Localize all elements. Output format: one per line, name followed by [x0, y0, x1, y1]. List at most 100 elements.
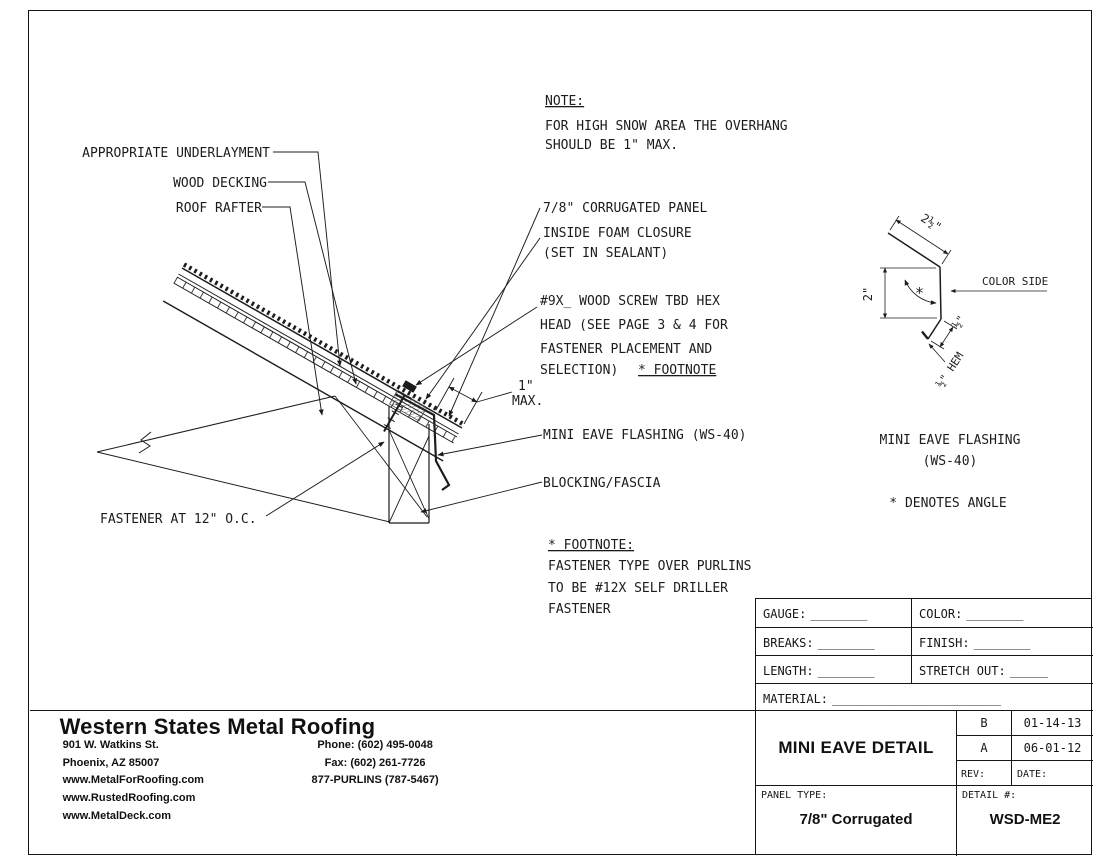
- field-finish-blank: _________: [973, 636, 1031, 650]
- blocking-cross-3: [334, 395, 428, 518]
- roof-assembly: [96, 262, 466, 523]
- foam-closure-block: [388, 390, 428, 422]
- field-finish: FINISH:_________: [911, 628, 1093, 656]
- dim-one-inch: 1": [518, 379, 534, 394]
- note-line-1: FOR HIGH SNOW AREA THE OVERHANG: [545, 119, 788, 134]
- field-material-label: MATERIAL:: [763, 692, 829, 706]
- company-address-2: Phoenix, AZ 85007: [62, 756, 160, 769]
- profile-caption-1: MINI EAVE FLASHING: [880, 433, 1021, 448]
- leader-wood-decking: [268, 181, 358, 385]
- label-screw-4: SELECTION): [540, 363, 618, 378]
- field-color-label: COLOR:: [919, 607, 963, 621]
- company-name: Western States Metal Roofing: [59, 714, 376, 739]
- panel-type-cell: PANEL TYPE: 7/8" Corrugated: [756, 786, 956, 856]
- profile-dim-top: 2½": [918, 211, 944, 235]
- company-address-1: 901 W. Watkins St.: [62, 739, 159, 751]
- field-finish-label: FINISH:: [919, 636, 970, 650]
- overhang-dimension: [435, 377, 513, 425]
- dim-line-top: [895, 219, 949, 255]
- field-gauge: GAUGE:_________: [756, 599, 911, 628]
- leader-lines: [262, 151, 543, 517]
- revision-b-letter: B: [956, 711, 1011, 736]
- detail-number-label: DETAIL #:: [962, 790, 1017, 801]
- note-heading: NOTE:: [545, 94, 584, 109]
- profile-vertical-face: [939, 266, 942, 320]
- flashing-profile-detail: [880, 215, 1047, 363]
- dim-leader: [476, 391, 513, 403]
- date-label: DATE:: [1011, 761, 1093, 786]
- profile-caption-2: (WS-40): [923, 454, 978, 469]
- rev-label: REV:: [956, 761, 1011, 786]
- detail-title-cell: MINI EAVE DETAIL: [756, 711, 956, 786]
- screw-thread: [387, 417, 395, 423]
- dim-line-kick: [939, 326, 954, 348]
- field-gauge-blank: _________: [810, 607, 867, 621]
- leader-fastener-oc: [265, 441, 385, 517]
- leader-foam-closure: [425, 237, 541, 400]
- company-tollfree: 877-PURLINS (787-5467): [311, 774, 439, 787]
- company-address-column: 901 W. Watkins St. Phoenix, AZ 85007 www…: [63, 737, 204, 826]
- hem-leader: [928, 343, 946, 363]
- label-roof-rafter: ROOF RAFTER: [176, 201, 262, 216]
- label-wood-decking: WOOD DECKING: [173, 176, 267, 191]
- leader-underlayment: [273, 151, 342, 367]
- field-stretch-out-blank: ______: [1009, 664, 1048, 678]
- detail-drawing: APPROPRIATE UNDERLAYMENT WOOD DECKING RO…: [82, 94, 1048, 617]
- field-material-blank: ___________________________: [832, 692, 1001, 706]
- blocking-cross-2: [388, 435, 430, 524]
- dim-line: [448, 386, 478, 403]
- company-phone: Phone: (602) 495-0048: [317, 739, 433, 751]
- screw-hex-head: [402, 380, 417, 393]
- field-breaks-blank: _________: [817, 636, 875, 650]
- sheet-border: [28, 10, 1092, 855]
- company-fax: Fax: (602) 261-7726: [324, 756, 426, 769]
- rafter-bottom-line: [162, 300, 444, 462]
- field-breaks-label: BREAKS:: [763, 636, 814, 650]
- dim-max: MAX.: [512, 394, 543, 409]
- screw-thread: [395, 403, 403, 409]
- angle-arc: [904, 279, 937, 305]
- footnote-line-1: FASTENER TYPE OVER PURLINS: [548, 559, 752, 574]
- profile-top-flange: [887, 232, 941, 268]
- detail-number-cell: DETAIL #: WSD-ME2: [956, 786, 1093, 856]
- title-block: GAUGE:_________ COLOR:_________ BREAKS:_…: [755, 598, 1093, 856]
- profile-hem: [921, 330, 929, 340]
- leader-blocking-fascia: [420, 481, 543, 514]
- field-length: LENGTH:_________: [756, 656, 911, 684]
- screw-shank: [383, 394, 406, 432]
- leader-corrugated-panel: [448, 207, 541, 417]
- dim-extension-line: [930, 340, 945, 350]
- dim-extension-line: [941, 249, 952, 265]
- company-website-3: www.MetalDeck.com: [62, 809, 171, 822]
- label-screw-1: #9X_ WOOD SCREW TBD HEX: [540, 294, 720, 309]
- note-line-2: SHOULD BE 1" MAX.: [545, 138, 678, 153]
- leader-wood-screw: [415, 306, 538, 386]
- field-length-label: LENGTH:: [763, 664, 814, 678]
- detail-number-value: WSD-ME2: [989, 811, 1061, 828]
- company-info-block: Western States Metal Roofing 901 W. Watk…: [29, 710, 755, 853]
- footnote-heading: * FOOTNOTE:: [548, 538, 634, 553]
- field-color: COLOR:_________: [911, 599, 1093, 628]
- screw-thread: [391, 410, 399, 416]
- label-screw-3: FASTENER PLACEMENT AND: [540, 342, 712, 357]
- label-blocking-fascia: BLOCKING/FASCIA: [543, 476, 661, 491]
- company-phone-column: Phone: (602) 495-0048 Fax: (602) 261-772…: [278, 737, 473, 790]
- field-length-blank: _________: [817, 664, 875, 678]
- wood-screw: [383, 380, 417, 432]
- company-website-1: www.MetalForRoofing.com: [62, 774, 204, 787]
- revision-a-letter: A: [956, 736, 1011, 761]
- profile-kick: [927, 318, 942, 340]
- angle-asterisk: *: [915, 284, 924, 302]
- dim-extension-line: [463, 391, 483, 425]
- dim-extension-line: [943, 320, 958, 330]
- rafter-cut-line-upper: [96, 395, 336, 453]
- corrugated-panel-section: [182, 262, 466, 427]
- label-foam-closure-2: (SET IN SEALANT): [543, 246, 668, 261]
- profile-dim-kick: ½": [950, 313, 968, 331]
- color-side-label: COLOR SIDE: [982, 275, 1048, 288]
- panel-type-value: 7/8" Corrugated: [799, 811, 913, 828]
- label-screw-2: HEAD (SEE PAGE 3 & 4 FOR: [540, 318, 728, 333]
- rafter-cut-line-lower: [96, 451, 391, 523]
- dim-extension-line: [889, 215, 900, 231]
